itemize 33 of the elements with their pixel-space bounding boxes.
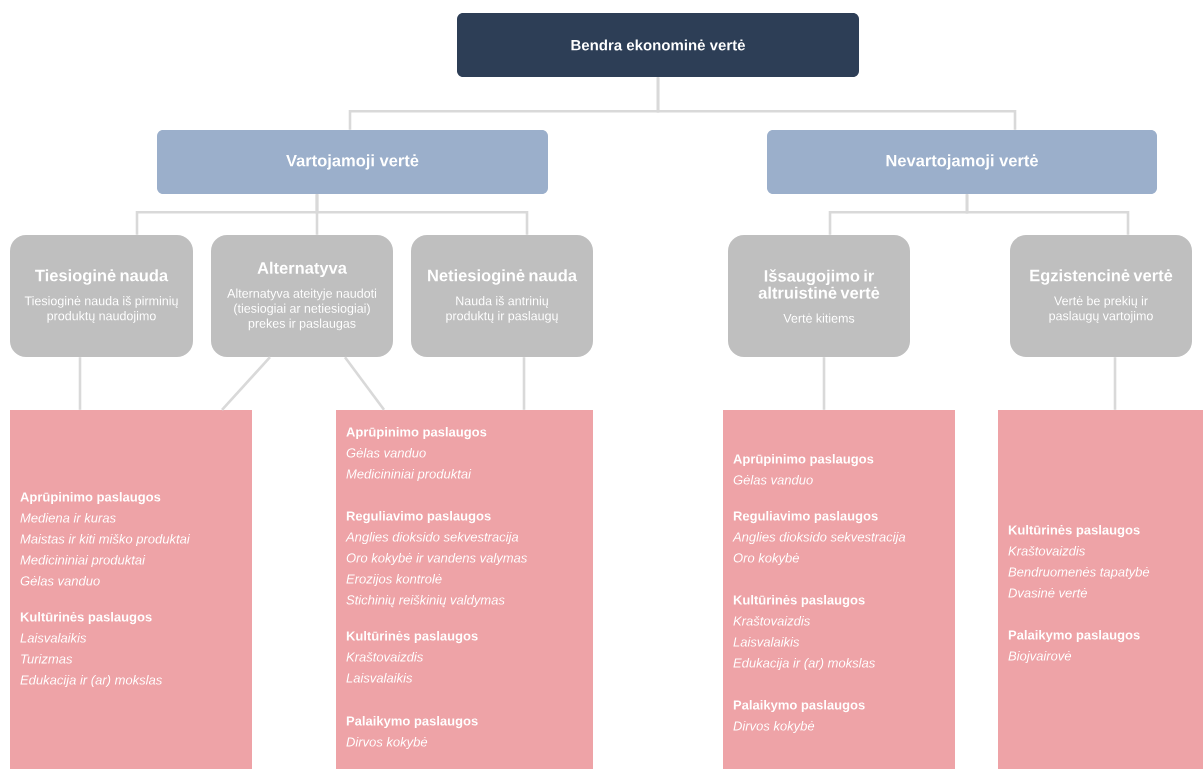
connector-line	[221, 356, 271, 411]
service-list: Aprūpinimo paslaugos Gėlas vanduo Medicininiai produktai	[346, 427, 487, 482]
service-panel	[336, 410, 593, 769]
category-box: Netiesioginė nauda Nauda iš antrinių produktų ir paslaugų	[411, 235, 593, 357]
service-list: Kultūrinės paslaugos Laisvalaikis Turizmas Edukacija ir (ar) mokslas	[20, 612, 162, 688]
connector-line	[78, 357, 82, 410]
category-box: Išsaugojimo ir altruistinė vertė Vertė kitiems	[728, 235, 910, 357]
connector-line	[1113, 357, 1117, 410]
service-list: Kultūrinės paslaugos Kraštovaizdis Bendruomenės tapatybė Dvasinė vertė	[1008, 525, 1150, 598]
value-type-box: Vartojamoji vertė	[157, 130, 548, 194]
service-list: Kultūrinės paslaugos Kraštovaizdis Laisvalaikis Edukacija ir (ar) mokslas	[733, 595, 875, 671]
service-list: Palaikymo paslaugos Dirvos kokybė	[346, 716, 478, 750]
connector-line	[522, 357, 526, 410]
category-box: Alternatyva Alternatyva ateityje naudoti (tiesiogiai ar netiesiogiai) prekes ir paslaugas	[211, 235, 393, 357]
service-panel	[998, 410, 1203, 769]
service-list: Palaikymo paslaugos Dirvos kokybė	[733, 700, 865, 734]
value-type-box: Nevartojamoji vertė	[767, 130, 1157, 194]
service-list: Palaikymo paslaugos Biojvairovė	[1008, 630, 1140, 664]
category-box: Egzistencinė vertė Vertė be prekių ir paslaugų vartojimo	[1010, 235, 1192, 357]
connector-line	[315, 194, 529, 235]
service-list: Reguliavimo paslaugos Anglies dioksido sekvestracija Oro kokybė ir vandens valymas Erozijos kontrolė Stichinių reiškinių valdymas	[345, 511, 528, 608]
service-list: Reguliavimo paslaugos Anglies dioksido sekvestracija Oro kokybė	[732, 511, 906, 566]
root-box: Bendra ekonominė vertė	[457, 13, 859, 77]
service-panel	[723, 410, 955, 769]
service-list: Aprūpinimo paslaugos Mediena ir kuras Maistas ir kiti miško produktai Medicininiai produktai Gėlas vanduo	[20, 492, 191, 586]
service-list: Kultūrinės paslaugos Kraštovaizdis Laisvalaikis	[346, 631, 478, 683]
connector-line	[656, 77, 1017, 130]
connector-line	[343, 356, 386, 411]
category-box: Tiesioginė nauda Tiesioginė nauda iš pirminių produktų naudojimo	[10, 235, 193, 357]
connector-line	[822, 357, 826, 410]
service-list: Aprūpinimo paslaugos Gėlas vanduo	[733, 454, 874, 485]
connector-line	[965, 194, 1130, 235]
service-panel	[10, 410, 252, 769]
